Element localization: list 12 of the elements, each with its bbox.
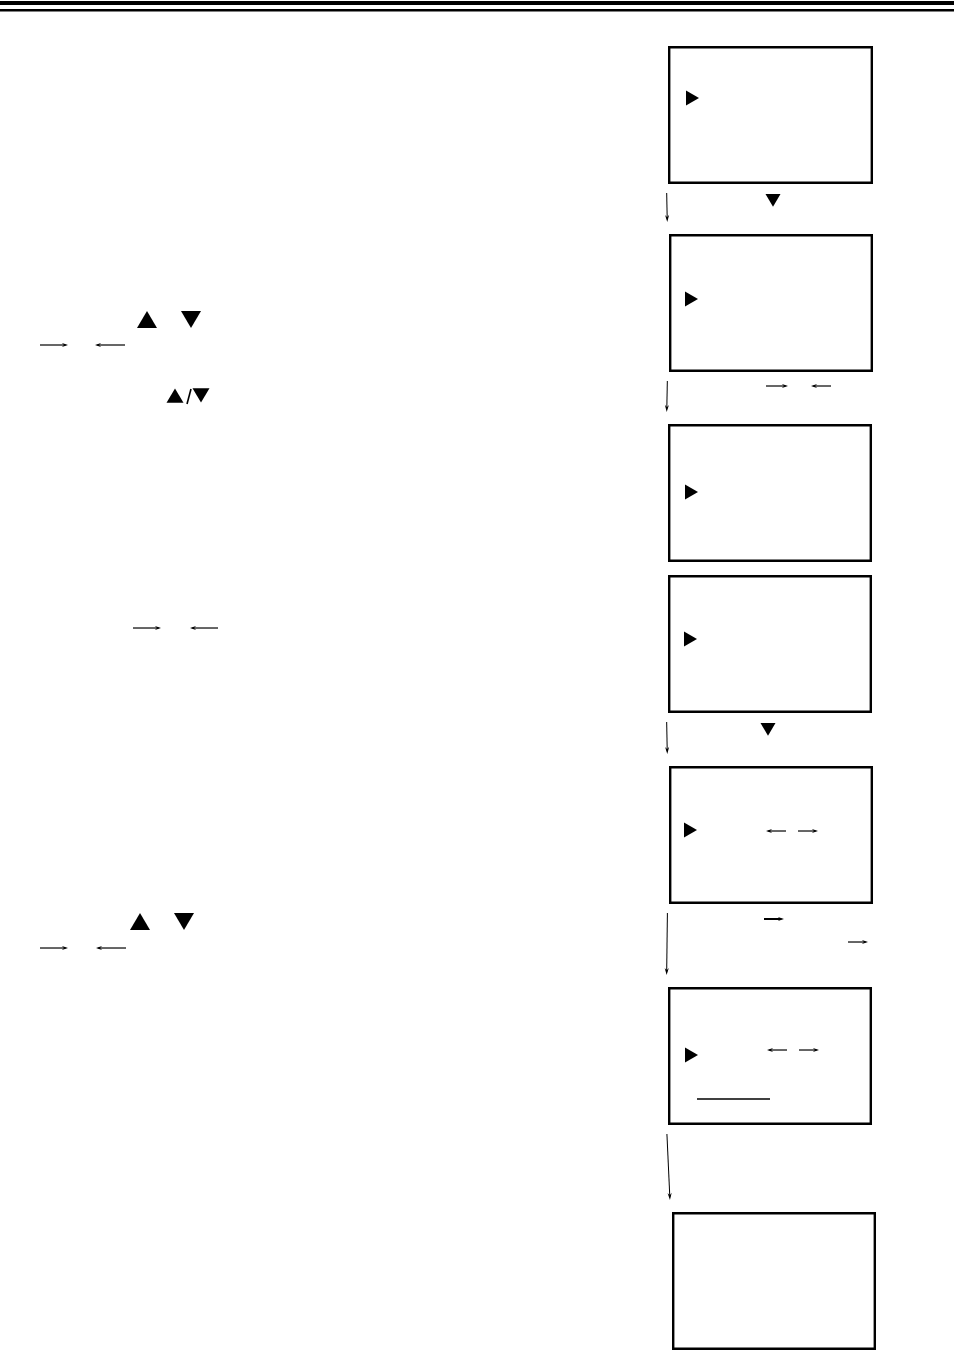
screen-box bbox=[669, 766, 873, 904]
screen-box bbox=[668, 987, 872, 1125]
screen-box bbox=[672, 1212, 876, 1350]
screen-box bbox=[669, 234, 873, 372]
flow-arrow bbox=[665, 912, 669, 974]
flow-arrow bbox=[665, 380, 669, 411]
screen-box bbox=[668, 46, 873, 184]
flow-arrow bbox=[666, 1133, 672, 1199]
screen-box bbox=[668, 575, 872, 713]
flow-arrow bbox=[665, 192, 669, 221]
flow-arrow bbox=[665, 721, 669, 753]
screen-box bbox=[668, 424, 872, 562]
